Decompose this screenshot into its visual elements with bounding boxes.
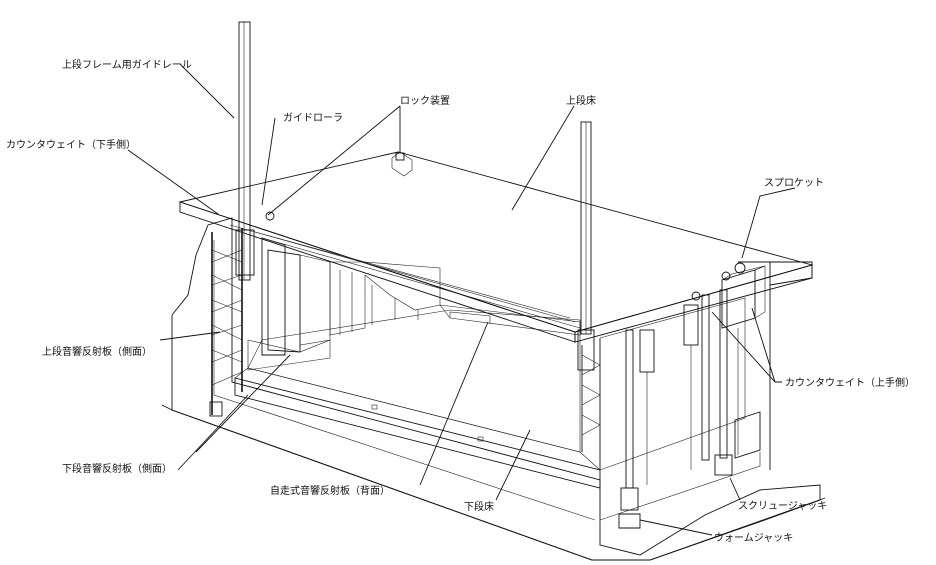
labels: 上段フレーム用ガイドレール ガイドローラ ロック装置 上段床 カウンタウェイト（… <box>6 58 915 544</box>
left-lattice-frame <box>209 228 243 417</box>
lower-reflector <box>247 304 581 371</box>
leader-lines <box>127 63 796 536</box>
label-upper-floor: 上段床 <box>566 94 596 107</box>
label-counterweight-downstage: カウンタウェイト（下手側） <box>6 138 136 151</box>
label-guide-roller: ガイドローラ <box>283 112 343 124</box>
label-lower-reflector-side: 下段音響反射板（側面） <box>62 462 172 475</box>
concrete-pit <box>161 217 826 561</box>
upper-reflector-side <box>261 237 441 356</box>
label-lower-floor: 下段床 <box>464 500 494 513</box>
upper-floor <box>178 151 814 343</box>
label-worm-jack: ウォームジャッキ <box>714 532 793 544</box>
guide-rails <box>235 21 595 371</box>
label-upper-frame-guide-rail: 上段フレーム用ガイドレール <box>62 58 192 71</box>
label-self-propelled-reflector: 自走式音響反射板（背面） <box>270 484 390 497</box>
label-upper-reflector-side: 上段音響反射板（側面） <box>42 345 152 358</box>
label-counterweight-upstage: カウンタウェイト（上手側） <box>785 376 915 389</box>
label-sprocket: スプロケット <box>764 177 824 189</box>
lower-floor <box>234 309 601 489</box>
label-lock-device: ロック装置 <box>400 94 450 107</box>
label-screw-jack: スクリュージャッキ <box>738 500 827 512</box>
right-machinery <box>581 262 766 529</box>
